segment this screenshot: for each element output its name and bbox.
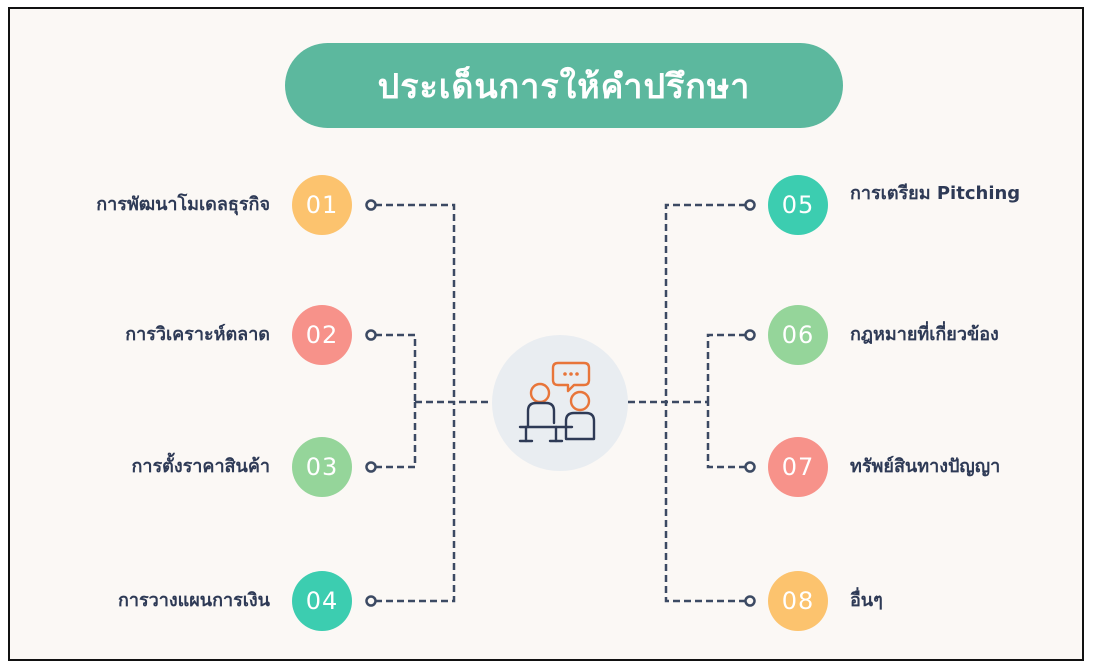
center-hub	[492, 335, 628, 471]
title-banner: ประเด็นการให้คำปรึกษา	[285, 43, 843, 128]
topic-badge-03: 03	[292, 437, 352, 497]
topic-number-03: 03	[305, 453, 339, 481]
topic-badge-04: 04	[292, 571, 352, 631]
topic-badge-06: 06	[768, 305, 828, 365]
connector-end-08	[744, 595, 756, 607]
topic-number-07: 07	[781, 453, 815, 481]
topic-badge-01: 01	[292, 175, 352, 235]
topic-badge-07: 07	[768, 437, 828, 497]
connector-02	[375, 333, 417, 402]
connector-end-02	[365, 329, 377, 341]
topic-label-07: ทรัพย์สินทางปัญญา	[850, 456, 1001, 477]
connector-lines	[365, 199, 756, 607]
connector-03	[375, 402, 417, 469]
topic-number-06: 06	[781, 321, 815, 349]
connector-end-03	[365, 461, 377, 473]
connector-end-06	[744, 329, 756, 341]
topic-label-08: อื่นๆ	[850, 590, 883, 611]
connector-05	[664, 203, 746, 402]
connector-06	[706, 333, 746, 402]
topic-label-06: กฎหมายที่เกี่ยวข้อง	[850, 324, 999, 345]
topic-number-05: 05	[781, 191, 815, 219]
connector-01	[375, 203, 456, 402]
connector-end-01	[365, 199, 377, 211]
connector-08	[664, 402, 746, 603]
topic-number-08: 08	[781, 587, 815, 615]
connector-end-07	[744, 461, 756, 473]
topic-number-01: 01	[305, 191, 339, 219]
topic-label-02: การวิเคราะห์ตลาด	[125, 324, 270, 345]
topic-badge-02: 02	[292, 305, 352, 365]
topic-number-04: 04	[305, 587, 339, 615]
connector-end-04	[365, 595, 377, 607]
topic-badge-05: 05	[768, 175, 828, 235]
topic-label-05: การเตรียม Pitching	[850, 183, 1021, 204]
topic-badge-08: 08	[768, 571, 828, 631]
topic-label-01: การพัฒนาโมเดลธุรกิจ	[96, 194, 270, 215]
diagram-frame: ประเด็นการให้คำปรึกษา	[8, 7, 1084, 661]
connector-04	[375, 402, 456, 603]
topic-number-02: 02	[305, 321, 339, 349]
topic-label-03: การตั้งราคาสินค้า	[131, 456, 270, 477]
topic-label-04: การวางแผนการเงิน	[117, 590, 270, 611]
connector-07	[706, 402, 746, 469]
connector-end-05	[744, 199, 756, 211]
diagram-title: ประเด็นการให้คำปรึกษา	[377, 66, 751, 107]
consultation-icon	[518, 361, 596, 443]
